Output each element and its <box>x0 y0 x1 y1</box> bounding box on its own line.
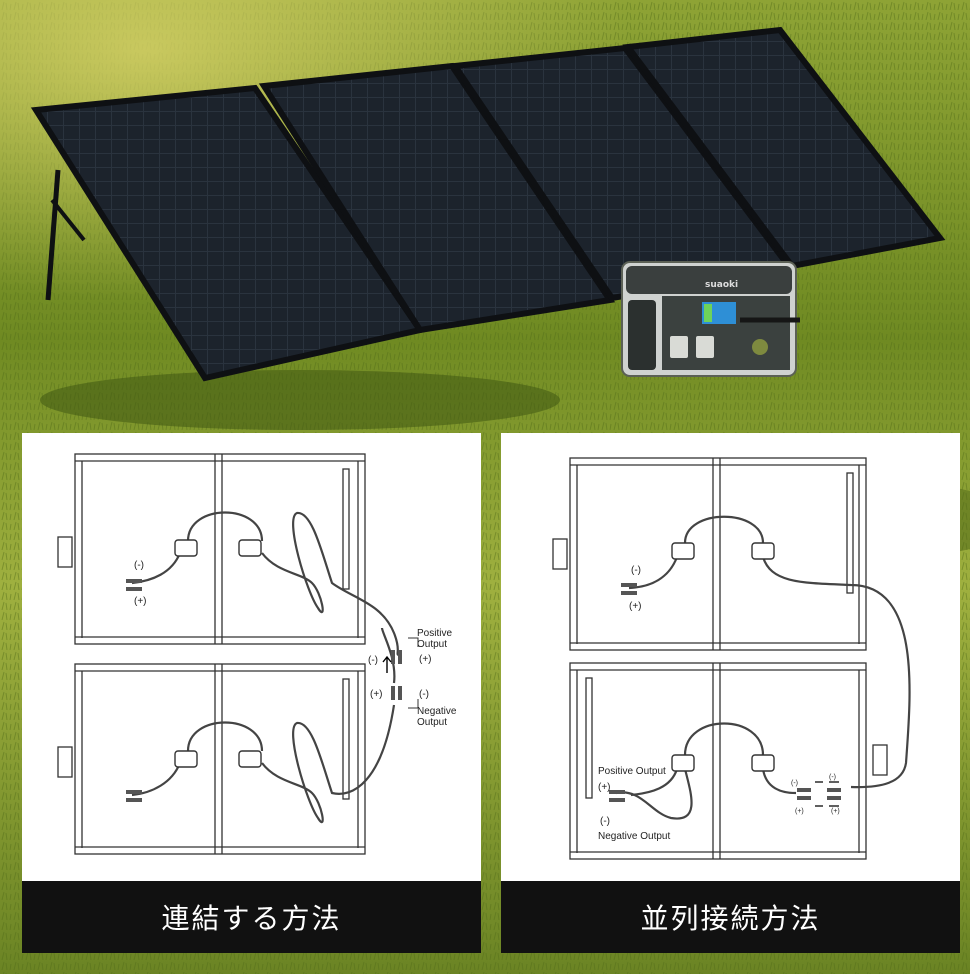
label-positive-output-1: Positive <box>417 628 452 639</box>
label-plus: (+) <box>629 601 642 612</box>
label-positive-sign: (+) <box>419 654 432 665</box>
series-wiring-diagram: (-) (+) Positive Output (+) (-) (+) (-) … <box>57 453 457 855</box>
caption-series: 連結する方法 <box>22 881 481 953</box>
label-small-plus: (+) <box>831 808 840 815</box>
junction-box <box>751 542 775 560</box>
bottom-panel-frame <box>569 662 867 860</box>
label-negative-sign: (-) <box>600 816 610 827</box>
label-plus-mid: (+) <box>370 689 383 700</box>
junction-box <box>671 754 695 772</box>
label-positive-sign: (+) <box>598 782 611 793</box>
label-minus: (-) <box>134 560 144 571</box>
label-small-plus: (+) <box>795 808 804 815</box>
label-negative-output: Negative Output <box>598 831 670 842</box>
parallel-connection-card: (-) (+) Positive Output (+) (-) Negative… <box>501 433 960 953</box>
label-positive-output: Positive Output <box>598 766 666 777</box>
series-connection-card: (-) (+) Positive Output (+) (-) (+) (-) … <box>22 433 481 953</box>
label-small-minus: (-) <box>829 774 836 781</box>
label-positive-output-2: Output <box>417 639 447 650</box>
power-station: suaoki <box>621 261 800 377</box>
label-small-minus: (-) <box>791 780 798 787</box>
label-negative-sign: (-) <box>419 689 429 700</box>
label-plus: (+) <box>134 596 147 607</box>
label-negative-output-1: Negative <box>417 706 457 717</box>
solar-panel <box>30 26 946 382</box>
top-panel-frame <box>569 457 867 651</box>
caption-parallel: 並列接続方法 <box>501 881 960 953</box>
junction-box <box>238 539 262 557</box>
label-minus-mid: (-) <box>368 655 378 666</box>
junction-box <box>174 539 198 557</box>
top-panel-frame <box>74 453 366 645</box>
junction-box <box>751 754 775 772</box>
bottom-panel-frame <box>74 663 366 855</box>
label-minus: (-) <box>631 565 641 576</box>
parallel-wiring-diagram: (-) (+) Positive Output (+) (-) Negative… <box>552 457 911 860</box>
label-negative-output-2: Output <box>417 717 447 728</box>
junction-box <box>671 542 695 560</box>
brand-logo: suaoki <box>705 280 738 290</box>
junction-box <box>174 750 198 768</box>
junction-box <box>238 750 262 768</box>
